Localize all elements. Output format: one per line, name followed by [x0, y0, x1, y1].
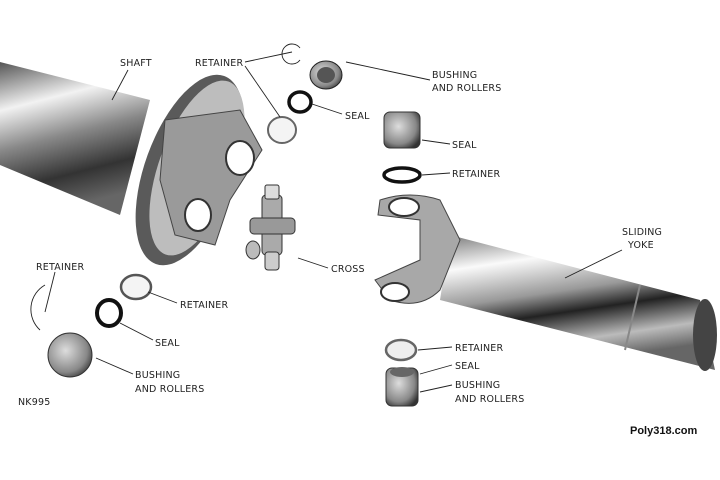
- sliding-yoke-part: [374, 194, 717, 371]
- top-bearing-parts: [267, 43, 422, 184]
- label-retainer-right: RETAINER: [452, 169, 500, 180]
- left-bearing-parts: [30, 273, 153, 378]
- label-bushing-bottom-2: AND ROLLERS: [455, 394, 524, 405]
- cross-part: [245, 184, 296, 271]
- label-retainer-bottom: RETAINER: [455, 343, 503, 354]
- label-seal-top: SEAL: [345, 111, 370, 122]
- label-seal-right: SEAL: [452, 140, 477, 151]
- label-sliding-yoke-1: SLIDING: [622, 227, 662, 238]
- label-bushing-top-1: BUSHING: [432, 70, 477, 81]
- label-bushing-bottom-1: BUSHING: [455, 380, 500, 391]
- label-bushing-top-2: AND ROLLERS: [432, 83, 501, 94]
- bottom-right-bearing-parts: [384, 338, 419, 407]
- label-sliding-yoke-2: YOKE: [627, 240, 654, 251]
- label-bushing-left-1: BUSHING: [135, 370, 180, 381]
- label-shaft: SHAFT: [120, 58, 152, 69]
- label-retainer-left-ring: RETAINER: [180, 300, 228, 311]
- label-retainer-left: RETAINER: [36, 262, 84, 273]
- label-cross: CROSS: [331, 264, 365, 275]
- leader-lines: [44, 51, 623, 393]
- watermark: Poly318.com: [630, 425, 697, 437]
- label-bushing-left-2: AND ROLLERS: [135, 384, 204, 395]
- label-seal-bottom: SEAL: [455, 361, 480, 372]
- label-seal-left: SEAL: [155, 338, 180, 349]
- figure-id: NK995: [18, 397, 50, 408]
- shaft-part: [0, 62, 263, 266]
- label-retainer-top: RETAINER: [195, 58, 243, 69]
